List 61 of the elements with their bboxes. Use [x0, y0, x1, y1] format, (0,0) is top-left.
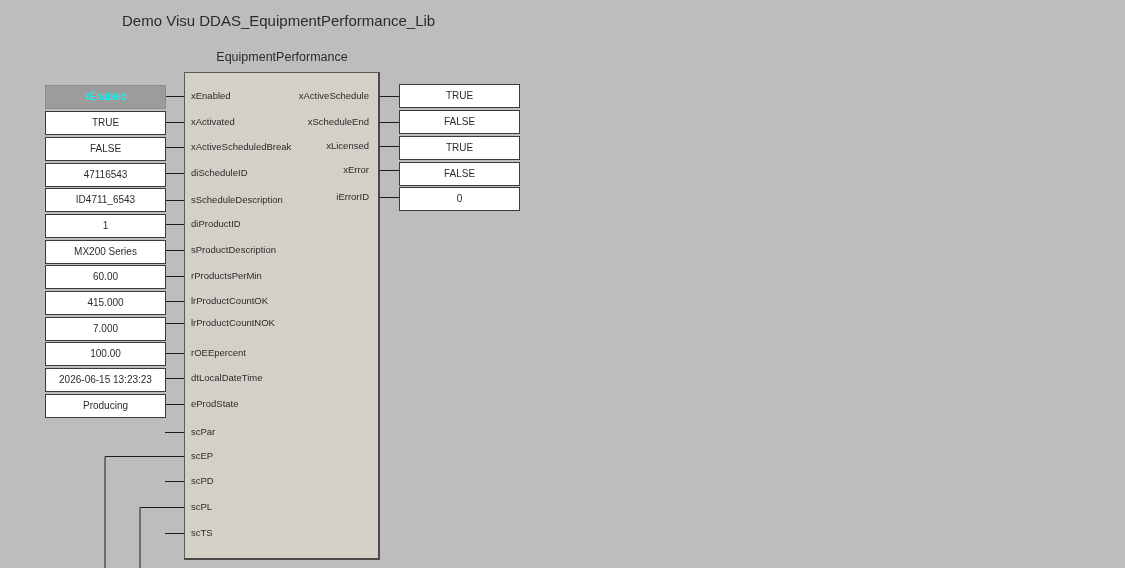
input-pin-label: xActiveScheduledBreak	[185, 139, 292, 155]
input-pin-label: scEP	[185, 448, 214, 464]
input-pin-label: dtLocalDateTime	[185, 370, 263, 386]
connector-line	[165, 147, 186, 148]
value-display: 100.00	[45, 342, 166, 366]
connector-line	[165, 224, 186, 225]
output-pin-label: xActiveSchedule	[298, 88, 378, 104]
value-display: 1	[45, 214, 166, 238]
connector-line	[165, 200, 186, 201]
connector-line	[165, 353, 186, 354]
input-pin-label: rOEEpercent	[185, 345, 246, 361]
value-display: 60.00	[45, 265, 166, 289]
push-button: xEnabled	[45, 85, 166, 109]
connector-line	[165, 122, 186, 123]
input-pin-label: diScheduleID	[185, 165, 248, 181]
connector-line	[165, 323, 186, 324]
value-display: 415.000	[45, 291, 166, 315]
connector-line	[165, 276, 186, 277]
input-pin-label: scPL	[185, 499, 213, 515]
output-pin-label: iErrorID	[336, 189, 378, 205]
input-pin-label: sScheduleDescription	[185, 192, 283, 208]
connector-line	[164, 481, 186, 482]
diagram-title: Demo Visu DDAS_EquipmentPerformance_Lib	[122, 11, 436, 31]
value-display: FALSE	[399, 110, 520, 134]
input-pin-label: sProductDescription	[185, 242, 276, 258]
output-pin-label: xLicensed	[326, 138, 378, 154]
connector-line	[165, 378, 186, 379]
connector-line	[139, 507, 186, 568]
value-display: 47116543	[45, 163, 166, 187]
value-display: TRUE	[399, 84, 520, 108]
input-pin-label: xActivated	[185, 114, 235, 130]
value-display: ID4711_6543	[45, 188, 166, 212]
value-display: FALSE	[45, 137, 166, 161]
connector-line	[165, 173, 186, 174]
input-pin-label: lrProductCountNOK	[185, 315, 275, 331]
input-pin-label: rProductsPerMin	[185, 268, 262, 284]
connector-line	[165, 301, 186, 302]
value-display: MX200 Series	[45, 240, 166, 264]
input-pin-label: diProductID	[185, 216, 241, 232]
connector-line	[165, 250, 186, 251]
value-display: TRUE	[399, 136, 520, 160]
input-pin-label: eProdState	[185, 396, 239, 412]
value-display: 2026-06-15 13:23:23	[45, 368, 166, 392]
value-display: 7.000	[45, 317, 166, 341]
block-title: EquipmentPerformance	[215, 49, 349, 66]
connector-line	[164, 432, 186, 433]
input-pin-label: scTS	[185, 525, 213, 541]
output-pin-label: xScheduleEnd	[307, 114, 378, 130]
connector-line	[164, 533, 186, 534]
value-display: Producing	[45, 394, 166, 418]
value-display: TRUE	[45, 111, 166, 135]
connector-line	[165, 404, 186, 405]
input-pin-label: scPD	[185, 473, 214, 489]
input-pin-label: xEnabled	[185, 88, 231, 104]
output-pin-label: xError	[343, 162, 378, 178]
connector-line	[104, 456, 186, 568]
value-display: 0	[399, 187, 520, 211]
input-pin-label: scPar	[185, 424, 216, 440]
input-pin-label: lrProductCountOK	[185, 293, 269, 309]
value-display: FALSE	[399, 162, 520, 186]
connector-line	[165, 96, 186, 97]
